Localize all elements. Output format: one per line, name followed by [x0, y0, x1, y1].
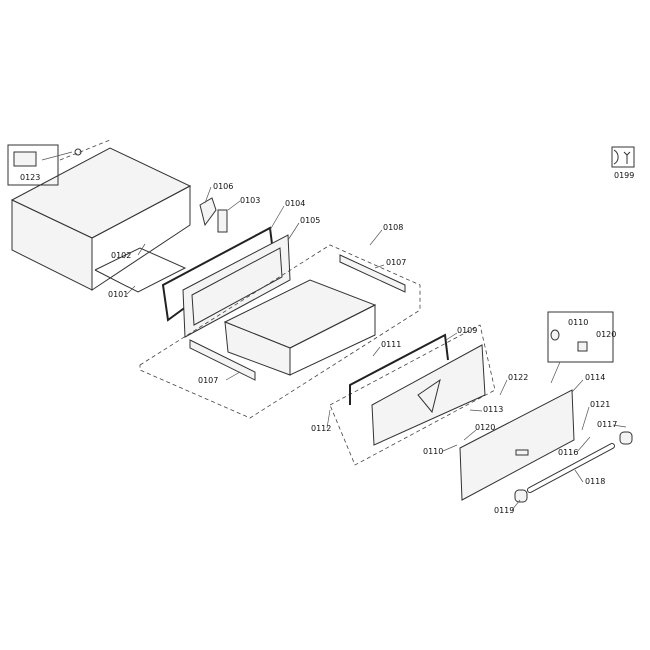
- rail-0107-top: [339, 254, 406, 293]
- part-label-0107-bottom: 0107: [198, 376, 219, 385]
- part-label-0103: 0103: [240, 196, 261, 205]
- part-label-0199: 0199: [614, 171, 635, 180]
- door-panel-0114: [459, 389, 575, 501]
- leader-lines: [126, 186, 627, 511]
- gasket-0109: [349, 333, 449, 405]
- hinge-detail-box: [547, 311, 614, 384]
- drawer-assembly-0108: [139, 244, 421, 419]
- part-label-0113: 0113: [483, 405, 504, 414]
- part-label-0101: 0101: [108, 290, 129, 299]
- end-cap-0119: [514, 489, 528, 503]
- part-label-0102: 0102: [111, 251, 132, 260]
- part-label-0123: 0123: [20, 173, 41, 182]
- part-label-0120-detail: 0120: [596, 330, 617, 339]
- wrench-manual-icon: [611, 146, 635, 168]
- part-label-0110: 0110: [423, 447, 444, 456]
- part-label-0119: 0119: [494, 506, 515, 515]
- housing-0101: [10, 139, 192, 293]
- part-label-0114: 0114: [585, 373, 606, 382]
- end-cap-0117: [619, 431, 633, 445]
- connector-0123: [7, 144, 82, 186]
- bracket-0106: [199, 197, 217, 227]
- part-label-0121: 0121: [590, 400, 611, 409]
- part-label-0122: 0122: [508, 373, 529, 382]
- part-label-0117: 0117: [597, 420, 618, 429]
- switch-0103: [217, 209, 228, 233]
- part-label-0112: 0112: [311, 424, 332, 433]
- part-label-0105: 0105: [300, 216, 321, 225]
- part-label-0120: 0120: [475, 423, 496, 432]
- part-label-0109: 0109: [457, 326, 478, 335]
- part-label-0106: 0106: [213, 182, 234, 191]
- part-label-0110-detail: 0110: [568, 318, 589, 327]
- part-label-0111: 0111: [381, 340, 402, 349]
- part-label-0104: 0104: [285, 199, 306, 208]
- handle-0118: [527, 443, 615, 493]
- rail-0107-bottom: [189, 339, 256, 381]
- drawer-box: [223, 279, 377, 376]
- part-label-0108: 0108: [383, 223, 404, 232]
- part-label-0107-top: 0107: [386, 258, 407, 267]
- part-label-0116: 0116: [558, 448, 579, 457]
- inner-door-assembly-0112: [329, 324, 496, 466]
- frame-0105: [182, 234, 291, 338]
- inner-panel: [371, 344, 486, 446]
- part-label-0118: 0118: [585, 477, 606, 486]
